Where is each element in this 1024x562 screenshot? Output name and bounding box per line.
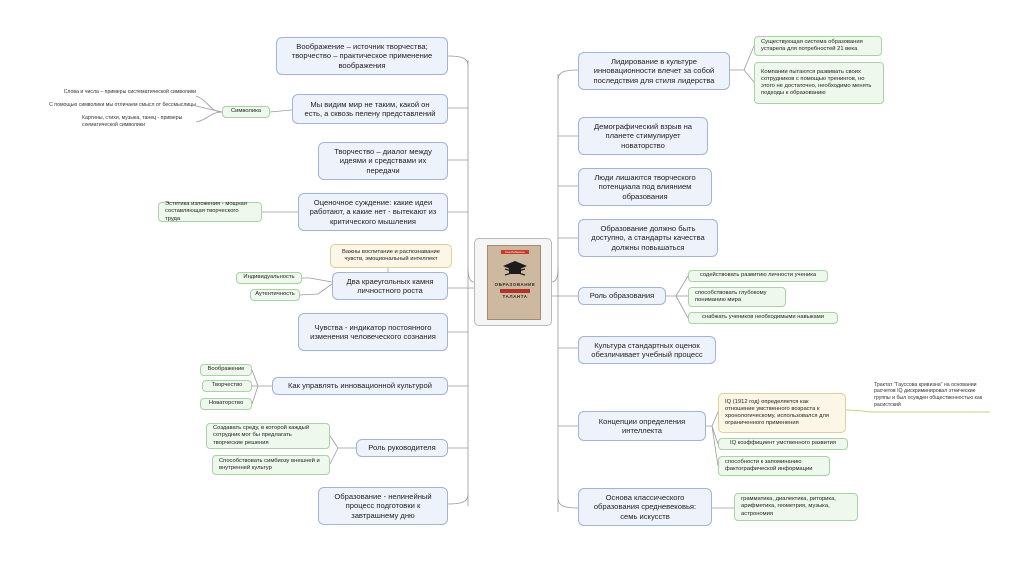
note-iq-1912[interactable]: IQ (1912 год) определяется как отношение… bbox=[718, 393, 846, 433]
subtopic-memory-ability[interactable]: способности к запоминанию фактографическ… bbox=[718, 456, 830, 476]
subtopic-aesthetics[interactable]: Эстетика изложения - мощная составляющая… bbox=[158, 201, 262, 222]
topic-manage-innovation[interactable]: Как управлять инновационной культурой bbox=[272, 377, 448, 395]
topic-imagination[interactable]: Воображение – источник творчества; творч… bbox=[276, 37, 448, 75]
topic-nonlinear[interactable]: Образование - нелинейный процесс подгото… bbox=[318, 487, 448, 525]
subtopic-iq-coefficient[interactable]: IQ коэффициент умственного развития bbox=[718, 438, 848, 450]
right-trunk bbox=[551, 267, 559, 283]
topic-world-view[interactable]: Мы видим мир не таким, какой он есть, а … bbox=[292, 94, 448, 124]
central-book-node[interactable]: Кен Робинсон ОБРАЗОВАНИЕ ТАЛАНТА bbox=[474, 238, 552, 326]
topic-creativity-dialog[interactable]: Творчество – диалог между идеями и средс… bbox=[318, 142, 448, 180]
note-symbol-words[interactable]: Слова и числа – примеры систематической … bbox=[63, 88, 196, 95]
topic-leader-role[interactable]: Роль руководителя bbox=[356, 439, 448, 457]
note-gauss-treatise[interactable]: Трактат "Гауссова кривизна" на основании… bbox=[874, 381, 983, 408]
subtopic-personality[interactable]: содействовать развитию личности ученика bbox=[688, 270, 828, 282]
topic-classical-education[interactable]: Основа классического образования среднев… bbox=[578, 488, 712, 526]
note-symbol-art[interactable]: Картины, стихи, музыка, танец - примеры … bbox=[82, 115, 183, 128]
note-upbringing[interactable]: Важны воспитание и распознавание чувств,… bbox=[330, 244, 452, 268]
book-author: Кен Робинсон bbox=[501, 250, 529, 254]
subtopic-individuality[interactable]: Индивидуальность bbox=[236, 272, 302, 284]
subtopic-creativity[interactable]: Творчество bbox=[202, 380, 252, 392]
subtopic-understanding[interactable]: способствовать глубокому пониманию мира bbox=[688, 287, 786, 307]
topic-two-stones[interactable]: Два краеугольных камня личностного роста bbox=[332, 272, 448, 300]
topic-role-of-education[interactable]: Роль образования bbox=[578, 287, 666, 305]
subtopic-innovation[interactable]: Новаторство bbox=[200, 398, 252, 410]
book-title-band bbox=[500, 289, 530, 293]
subtopic-skills[interactable]: снабжать учеников необходимыми навыками bbox=[688, 312, 838, 324]
subtopic-existing-system[interactable]: Существующая система образования устарел… bbox=[754, 36, 882, 56]
topic-standard-grades[interactable]: Культура стандартных оценок обезличивает… bbox=[578, 336, 716, 364]
topic-intelligence-concepts[interactable]: Концепции определения интеллекта bbox=[578, 411, 706, 441]
book-cover: Кен Робинсон ОБРАЗОВАНИЕ ТАЛАНТА bbox=[487, 245, 541, 320]
subtopic-imagination[interactable]: Воображение bbox=[200, 364, 252, 376]
topic-deprived-creativity[interactable]: Люди лишаются творческого потенциала под… bbox=[578, 168, 712, 206]
topic-accessible-education[interactable]: Образование должно быть доступно, а стан… bbox=[578, 219, 718, 257]
book-title-line2: ТАЛАНТА bbox=[502, 294, 528, 299]
graduation-cap-icon bbox=[503, 261, 527, 276]
subtopic-companies-training[interactable]: Компании пытаются развивать своих сотруд… bbox=[754, 62, 884, 104]
topic-leadership[interactable]: Лидирование в культуре инновационности в… bbox=[578, 52, 730, 90]
subtopic-create-environment[interactable]: Создавать среду, в которой каждый сотруд… bbox=[206, 423, 330, 449]
note-symbol-meaning[interactable]: С помощью символики мы отличаем смысл от… bbox=[49, 101, 196, 108]
subtopic-symbolism[interactable]: Символика bbox=[222, 106, 270, 118]
subtopic-authenticity[interactable]: Аутентичность bbox=[250, 289, 300, 301]
topic-judgement[interactable]: Оценочное суждение: какие идеи работают,… bbox=[298, 193, 448, 231]
topic-feelings[interactable]: Чувства - индикатор постоянного изменени… bbox=[298, 313, 448, 351]
topic-demography[interactable]: Демографический взрыв на планете стимули… bbox=[578, 117, 708, 155]
subtopic-symbiosis[interactable]: Способствовать симбиозу внешней и внутре… bbox=[212, 455, 330, 475]
book-title-line1: ОБРАЗОВАНИЕ bbox=[494, 282, 536, 287]
gauss-link bbox=[845, 409, 990, 413]
subtopic-seven-arts[interactable]: грамматика, диалектика, риторика, арифме… bbox=[734, 493, 858, 521]
